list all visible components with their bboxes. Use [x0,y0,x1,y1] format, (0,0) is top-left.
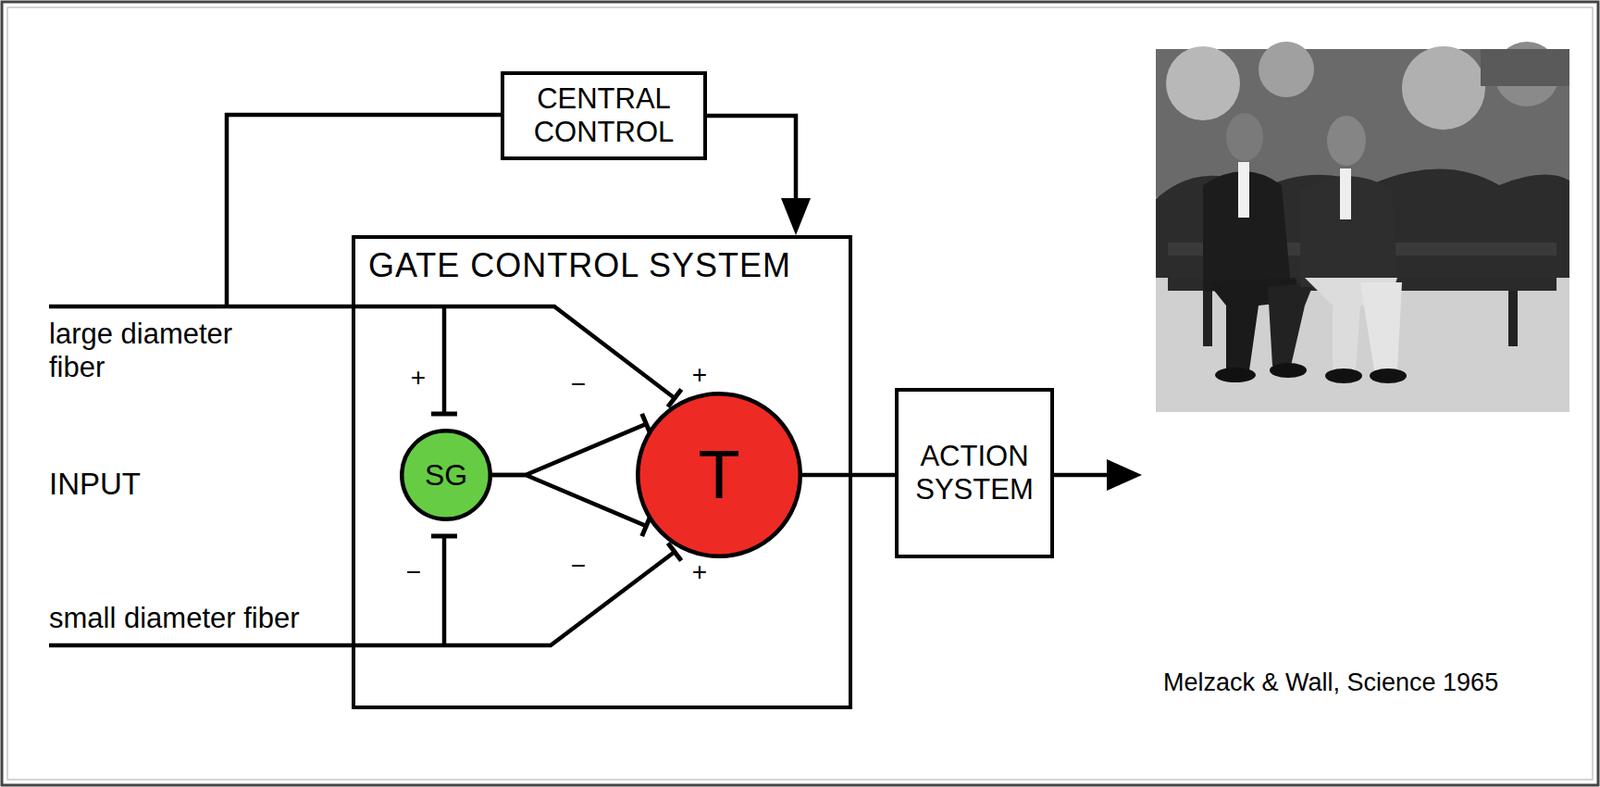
photo-left-man-shirt [1238,161,1250,218]
t-cell: T [635,391,803,559]
photo-foliage [1258,41,1315,98]
photo-foliage [1165,46,1241,121]
photo-bench-leg [1203,290,1213,347]
small-fiber-branch [442,535,447,645]
gate-control-box: GATE CONTROL SYSTEM SG T [351,235,853,709]
photo-shoe [1269,362,1307,378]
connector [492,413,651,536]
sign-label: − [406,557,422,587]
photo-right-man-shirt [1339,168,1352,220]
central-control-box: CENTRAL CONTROL [500,71,707,160]
connector-line [492,423,646,475]
connector-line [492,474,646,526]
connector-line [706,115,796,200]
node-label: T [697,440,740,509]
input-label: INPUT [49,466,141,502]
cell-circle [637,393,801,557]
fiber-wires [49,114,1109,645]
photo-shoe [1325,368,1363,384]
sign-label: + [410,362,426,393]
connector [706,115,811,236]
sign-label: + [692,557,707,587]
connector [802,474,895,476]
cell-circle [401,430,491,520]
arrowhead [781,198,811,236]
node-label: CENTRAL CONTROL [513,82,695,149]
photo-shoe [1369,368,1407,384]
synapse-bar [431,411,458,417]
photo-foliage [1401,46,1486,130]
photo-right-man-leg [1360,282,1402,371]
sg-cell: SG [399,428,493,521]
large-fiber-branch [442,306,447,414]
connector-line [802,472,895,478]
citation: Melzack & Wall, Science 1965 [1163,668,1499,697]
photo-left-man-head [1226,112,1264,162]
fiber-label: large diameter fiber [49,317,281,384]
photo-pavement [1155,277,1570,412]
sign-label: + [692,359,707,390]
photo-bench-leg [1508,290,1518,347]
group-title: GATE CONTROL SYSTEM [368,246,792,285]
output-arrowhead [1106,458,1142,491]
sign-label: − [570,550,586,581]
node-label: SG [424,459,468,490]
photo-right-man-head [1327,115,1366,166]
photo-building [1480,49,1570,87]
inner-frame [7,7,1593,780]
photo-illustration [1155,41,1570,412]
output-line [1051,472,1109,478]
synapse-bar [431,533,458,539]
photo-shoe [1215,367,1256,383]
sign-label: − [570,369,586,399]
fiber-label: small diameter fiber [49,601,299,635]
action-system-box: ACTION SYSTEM [894,387,1055,559]
photo-left-man-leg [1267,282,1315,366]
node-label: ACTION SYSTEM [907,439,1042,506]
